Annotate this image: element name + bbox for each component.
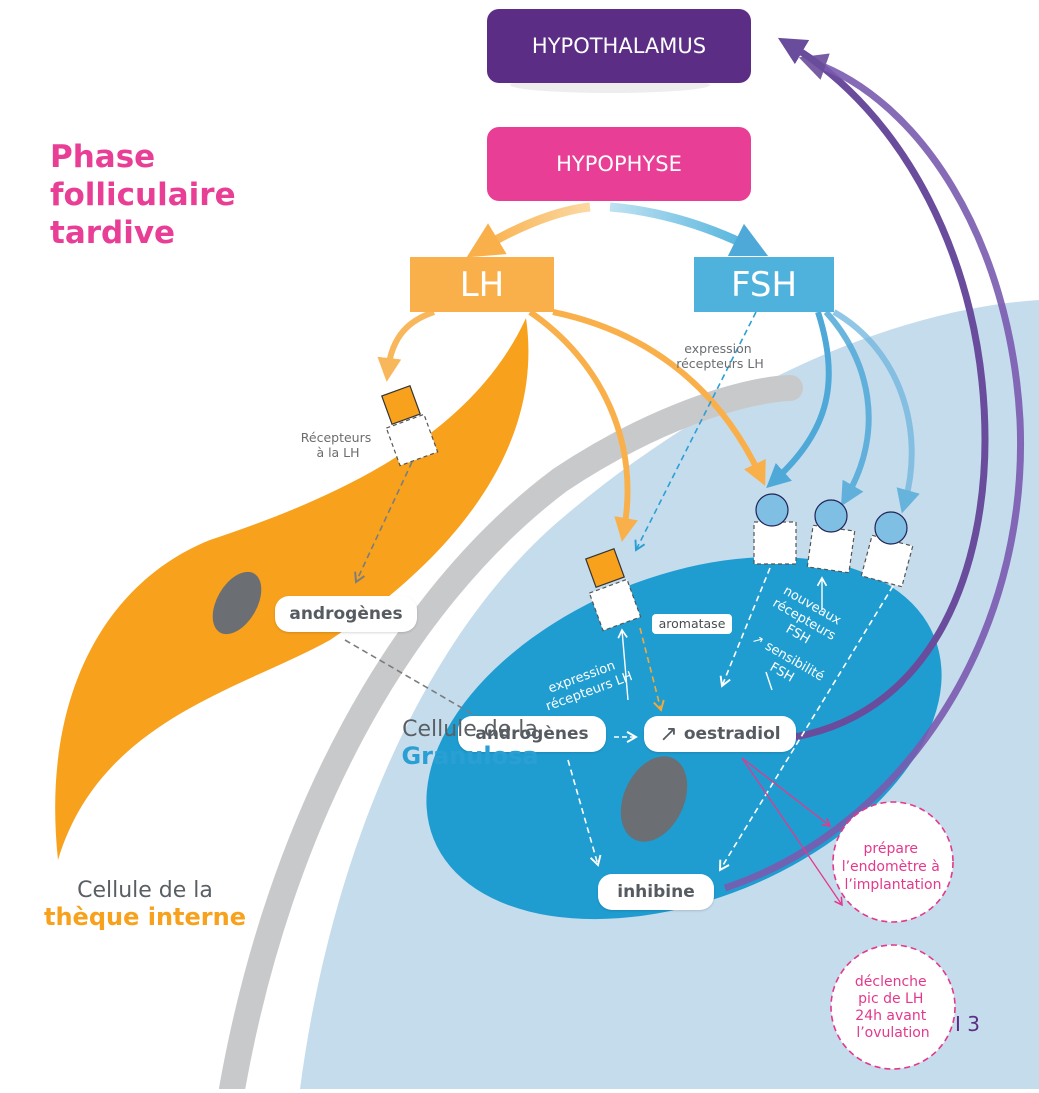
node-inhibine: inhibine [598, 874, 714, 910]
caption-theque: Cellule de la thèque interne [10, 878, 280, 930]
fsh-label: FSH [730, 264, 798, 305]
arrow-fsh-receptor-oestradiol [719, 567, 771, 688]
arrow-hypophyse-lh [466, 202, 591, 258]
feedback-oestradiol [777, 37, 989, 741]
arrow-lh-theque-receptor [377, 309, 435, 382]
arrow-fsh-receptor-inhibine [718, 585, 894, 872]
arrow-fsh-expression [634, 311, 757, 552]
arrow-aromatase [639, 627, 665, 712]
caption-granulosa-line-2: Granulosa [401, 742, 539, 770]
page-number: I 3 [955, 1012, 980, 1036]
effect-circle-pic-lh [830, 944, 956, 1070]
lh-box: LH [410, 257, 554, 312]
lh-label: LH [459, 264, 505, 305]
arrow-oestradiol-pic-lh [741, 757, 843, 907]
arrow-expression-lh-up [617, 628, 629, 701]
arrow-fsh-1 [766, 311, 832, 489]
hypophyse-box: HYPOPHYSE [487, 127, 751, 201]
granulosa-lh-receptor [585, 548, 642, 632]
arrow-fsh-2 [823, 309, 872, 507]
aromatase-label: aromatase [659, 616, 726, 631]
arrow-oestradiol-endometre [741, 757, 832, 827]
hypophyse-label: HYPOPHYSE [556, 152, 682, 176]
node-androgenes-theque: androgènes [275, 596, 417, 632]
phase-title-line-1: Phase [50, 139, 156, 175]
effect-circle-endometre [832, 801, 954, 923]
arrow-hypophyse-fsh [609, 202, 769, 257]
arrow-fsh-3 [832, 309, 920, 514]
feedback-inhibine [723, 53, 1025, 892]
granulosa-nucleus [620, 756, 688, 842]
hypothalamus-box: HYPOTHALAMUS [487, 9, 751, 83]
fsh-receptor-1 [753, 493, 797, 565]
hypothalamus-label: HYPOTHALAMUS [531, 34, 707, 58]
arrow-receptor-androgenes [354, 461, 413, 584]
node-oestradiol: ↗ oestradiol [644, 716, 796, 752]
theque-lh-receptor [381, 385, 439, 467]
phase-title-line-2: folliculaire [50, 177, 236, 213]
basement-membrane [219, 375, 803, 1093]
phase-title-line-3: tardive [50, 215, 176, 251]
arrow-lh-granulosa-right [552, 309, 766, 486]
arrow-androgenes-inhibine [567, 759, 602, 867]
arrow-lh-granulosa-receptor [528, 309, 638, 542]
fsh-box: FSH [694, 257, 834, 312]
label-expression-lh-top: expression récepteurs LH [676, 341, 764, 371]
effect-endometre-text: prépare l’endomètre à l’implantation [842, 841, 945, 893]
caption-cell-granulosa: Cellule de la Granulosa [350, 717, 590, 769]
caption-theque-line-2: thèque interne [44, 903, 246, 931]
caption-theque-line-1: Cellule de la [77, 878, 213, 903]
aromatase-badge [652, 614, 732, 634]
fsh-receptor-3 [860, 511, 914, 588]
label-recepteurs-lh: Récepteurs à la LH [301, 430, 375, 460]
fsh-receptor-2 [806, 499, 856, 574]
increase-arrow-icon: ↗ [659, 721, 678, 747]
node-androgenes-granulosa: androgènes [458, 716, 606, 752]
theque-nucleus [212, 571, 262, 635]
caption-granulosa-line-1: Cellule de la [402, 717, 538, 742]
phase-title: Phase folliculaire tardive [50, 138, 236, 252]
effect-pic-lh-text: déclenche pic de LH 24h avant l’ovulatio… [855, 974, 931, 1041]
